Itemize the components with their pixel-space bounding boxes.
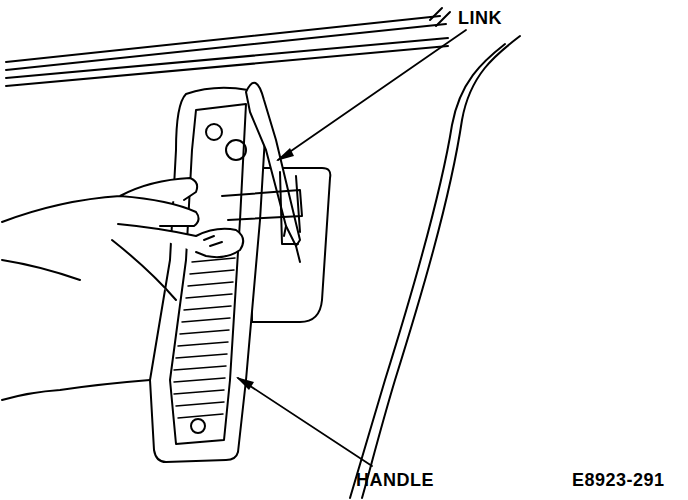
handle-grip-hatch [174, 246, 236, 418]
door-edge [350, 44, 505, 498]
handle-screw [191, 419, 205, 433]
handle-recess [170, 104, 246, 444]
handle-lever [222, 190, 302, 220]
arrowheads [236, 148, 294, 390]
leader-line [238, 378, 372, 466]
hand [2, 178, 243, 400]
thumb-nail [204, 236, 222, 246]
break-mark [430, 8, 450, 26]
door-edge [6, 24, 446, 70]
leader-line [278, 30, 466, 160]
link-rod [246, 83, 300, 246]
handle-pivot [226, 140, 246, 160]
handle-pivot [206, 124, 222, 140]
door-edge [6, 38, 448, 78]
figure-code: E8923-291 [572, 471, 665, 489]
door-edge [6, 46, 448, 86]
part-name: LINK [458, 9, 502, 27]
leader-arrowhead [276, 148, 294, 161]
clip [280, 172, 300, 244]
door-edge [6, 16, 440, 62]
part-name: HANDLE [356, 471, 434, 489]
door-edge [362, 36, 520, 498]
leader-arrowhead [236, 377, 254, 390]
handle [150, 88, 266, 462]
